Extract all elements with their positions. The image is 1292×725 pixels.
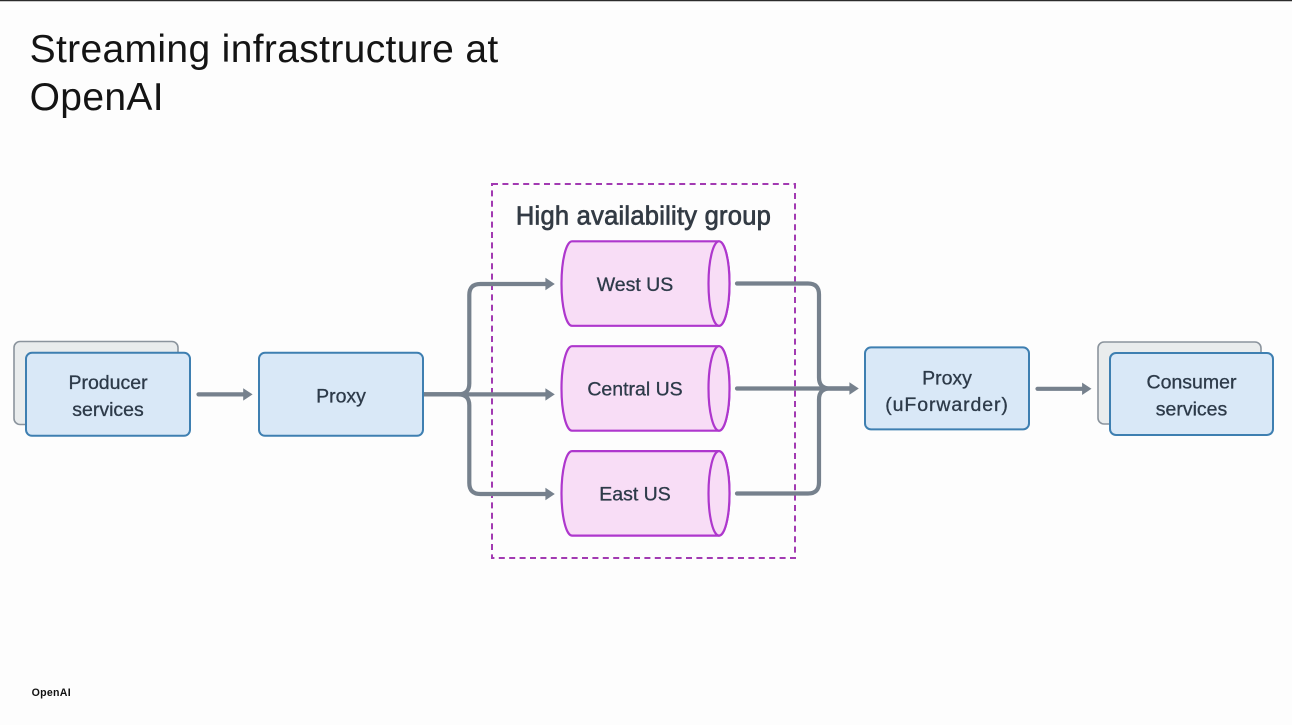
svg-text:(uForwarder): (uForwarder) — [885, 394, 1009, 416]
svg-text:Central US: Central US — [587, 379, 682, 401]
svg-text:Proxy: Proxy — [922, 368, 972, 390]
svg-text:Consumer: Consumer — [1147, 371, 1237, 393]
svg-text:Producer: Producer — [68, 372, 148, 394]
svg-text:East US: East US — [599, 484, 671, 506]
svg-text:High availability group: High availability group — [516, 203, 771, 231]
svg-text:West US: West US — [597, 274, 674, 296]
svg-text:Proxy: Proxy — [316, 385, 366, 407]
svg-text:services: services — [1156, 399, 1228, 421]
svg-text:services: services — [72, 399, 144, 421]
